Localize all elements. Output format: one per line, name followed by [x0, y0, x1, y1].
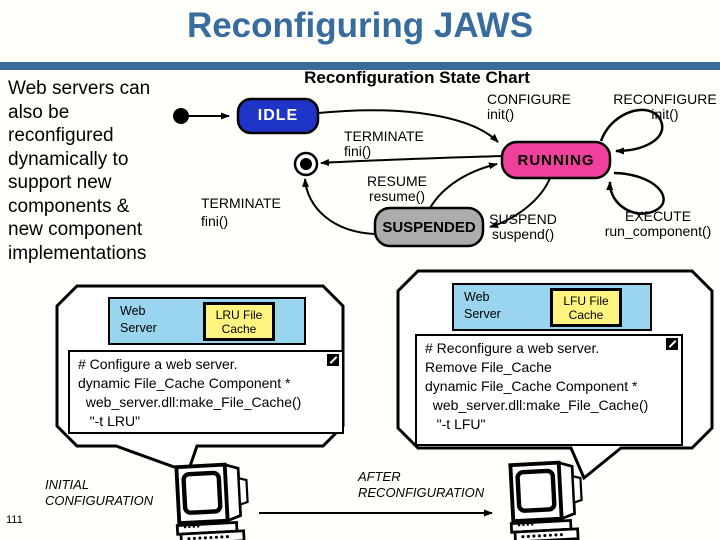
idle-state [236, 97, 320, 135]
transition-event: SUSPEND [489, 211, 557, 227]
idle-state-label: IDLE [257, 107, 299, 124]
suspend-arrow [489, 177, 551, 228]
code-line: web_server.dll:make_File_Cache() [78, 394, 302, 410]
running-state-label: RUNNING [517, 151, 595, 169]
lru-file-cache-box: LRU File Cache [203, 302, 275, 341]
transition-event: RECONFIGURE [613, 91, 717, 107]
transition-event: RESUME [367, 173, 427, 189]
slide-page-number: 111 [6, 514, 23, 526]
intro-line: new component [8, 219, 143, 240]
transition-action: run_component() [604, 222, 712, 239]
page-title: Reconfiguring JAWS [186, 6, 534, 45]
state-chart-heading: Reconfiguration State Chart [304, 68, 530, 87]
running-state [500, 140, 612, 180]
terminate-top-arrow [320, 155, 503, 167]
initial-web-server-panel: Web Server LRU File Cache [108, 297, 306, 345]
reconfigure-self-loop [599, 108, 664, 155]
code-line: web_server.dll:make_File_Cache() [425, 397, 649, 413]
code-line: Remove File_Cache [425, 359, 552, 375]
initial-config-script: # Configure a web server. dynamic File_C… [68, 350, 344, 434]
transition-event: TERMINATE [344, 128, 424, 144]
code-line: dynamic File_Cache Component * [78, 375, 291, 391]
transition-event: EXECUTE [624, 208, 692, 224]
suspend-transition-label: SUSPEND suspend() [488, 212, 558, 241]
title-divider-bar [0, 62, 720, 70]
execute-transition-label: EXECUTE run_component() [598, 209, 718, 238]
intro-line: reconfigured [8, 125, 114, 146]
resume-transition-label: RESUME resume() [355, 174, 439, 203]
intro-line: components & [8, 195, 130, 217]
suspended-state-label: SUSPENDED [382, 218, 476, 236]
intro-line: dynamically to [8, 148, 129, 170]
resume-arrow [429, 162, 498, 209]
code-line: dynamic File_Cache Component * [425, 378, 638, 394]
terminate-left-arrow [302, 178, 376, 235]
code-line: # Configure a web server. [78, 356, 238, 372]
web-server-label: Web Server [464, 290, 501, 321]
transition-event: TERMINATE [201, 195, 281, 211]
configure-transition-label: CONFIGURE init() [487, 92, 571, 121]
transition-action: fini() [344, 142, 372, 159]
transition-action: init() [651, 105, 679, 122]
final-state-dot [300, 158, 312, 170]
terminate-top-transition-label: TERMINATE fini() [344, 129, 424, 158]
reconfigure-transition-label: RECONFIGURE init() [612, 92, 718, 121]
code-line: # Reconfigure a web server. [425, 340, 600, 356]
transition-event: CONFIGURE [487, 91, 571, 107]
start-state [173, 108, 189, 124]
after-reconfiguration-caption: AFTER RECONFIGURATION [358, 469, 485, 500]
intro-paragraph: Web servers can also be reconfigured dyn… [8, 77, 183, 265]
transition-action: fini() [201, 213, 229, 229]
transition-action: resume() [368, 187, 425, 204]
script-icon [327, 354, 339, 366]
terminate-left-transition-label: TERMINATE fini() [201, 194, 281, 230]
web-server-label: Web Server [120, 304, 157, 335]
code-line: "-t LRU" [78, 413, 141, 429]
lfu-file-cache-box: LFU File Cache [550, 288, 622, 327]
code-line: "-t LFU" [425, 416, 486, 432]
initial-configuration-caption: INITIAL CONFIGURATION [45, 477, 154, 508]
intro-line: also be [8, 101, 70, 123]
transition-action: suspend() [491, 225, 555, 242]
intro-line: support new [8, 172, 112, 193]
execute-self-loop [606, 171, 665, 215]
script-icon [666, 338, 678, 350]
configure-arrow [317, 109, 499, 143]
intro-line: implementations [8, 242, 147, 264]
suspended-state [373, 206, 485, 248]
reconfigured-web-server-panel: Web Server LFU File Cache [452, 283, 652, 331]
transition-action: init() [487, 105, 515, 122]
reconfigure-script: # Reconfigure a web server. Remove File_… [415, 334, 683, 446]
intro-line: Web servers can [8, 78, 151, 99]
